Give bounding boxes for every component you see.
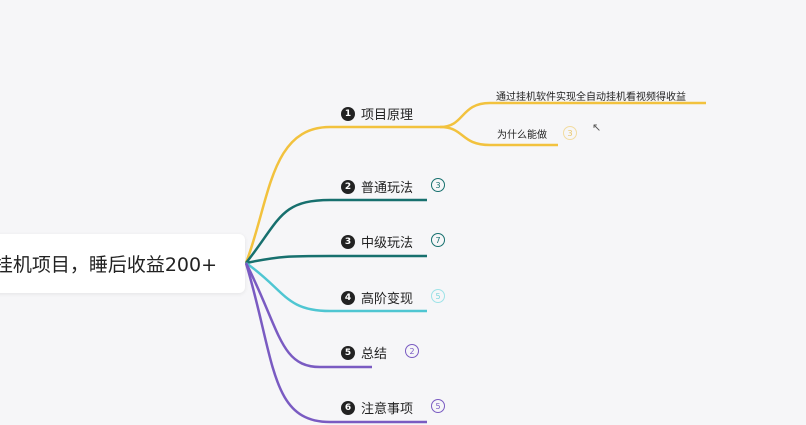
collapsed-count-badge[interactable]: 2 [405,344,419,358]
collapsed-count-badge[interactable]: 5 [431,399,445,413]
root-topic[interactable]: 挂机项目，睡后收益200+ [0,234,245,293]
subtopic-2[interactable]: 为什么能做 [497,130,547,141]
subbranch-line-2 [439,125,558,147]
mouse-cursor-icon: ↖ [592,121,602,134]
number-badge: 5 [341,345,355,360]
branch-4-line [245,261,427,313]
branch-2-line [245,198,427,264]
topic-4[interactable]: 4 高阶变现 [341,288,413,307]
number-badge: 2 [341,179,355,194]
topic-6[interactable]: 6 注意事项 [341,398,413,417]
topic-5[interactable]: 5 总结 [341,343,387,362]
topic-label: 普通玩法 [361,181,414,196]
topic-3[interactable]: 3 中级玩法 [341,232,413,251]
topic-label: 中级玩法 [361,236,414,251]
topic-2[interactable]: 2 普通玩法 [341,177,413,196]
collapsed-count-badge[interactable]: 7 [431,233,445,247]
topic-1[interactable]: 1 项目原理 [341,104,413,123]
collapsed-count-badge[interactable]: 5 [431,289,445,303]
number-badge: 3 [341,234,355,249]
number-badge: 1 [341,106,355,121]
root-title: 挂机项目，睡后收益200+ [0,254,217,276]
topic-label: 注意事项 [361,402,414,417]
branch-1-line [244,125,440,264]
topic-label: 项目原理 [361,108,414,123]
topic-label: 总结 [361,347,388,362]
subbranch-line-1 [439,101,706,129]
number-badge: 6 [341,400,355,415]
branch-3-line [245,254,427,265]
branch-5-line [244,262,372,369]
topic-label: 高阶变现 [361,292,414,307]
subtopic-1[interactable]: 通过挂机软件实现全自动挂机看视频得收益 [496,92,686,103]
collapsed-count-badge[interactable]: 3 [431,178,445,192]
collapsed-count-badge[interactable]: 3 [563,126,577,140]
branch-6-line [244,262,427,424]
number-badge: 4 [341,290,355,305]
